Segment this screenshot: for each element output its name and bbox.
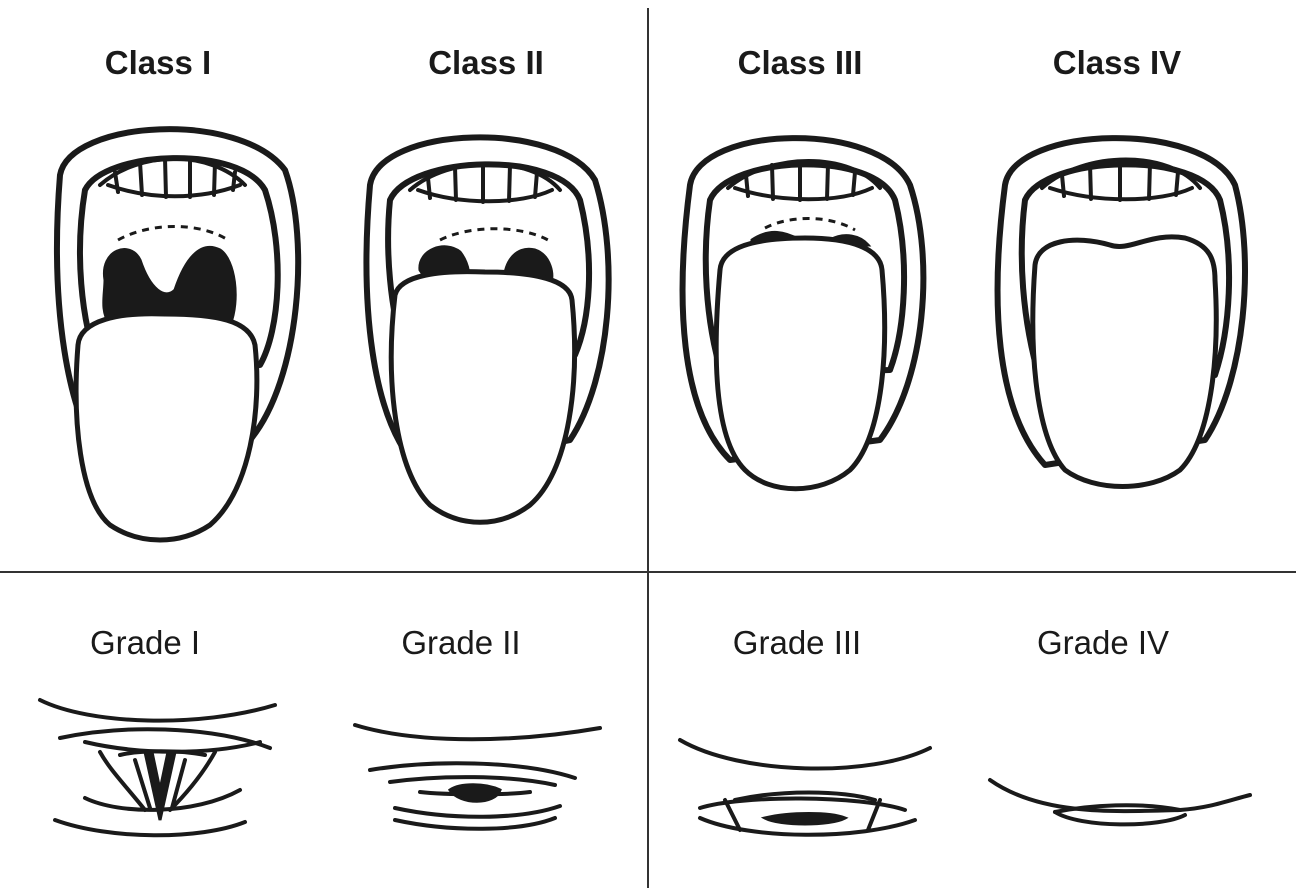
class-3-label: Class III bbox=[738, 44, 863, 82]
grade-2-label: Grade II bbox=[401, 624, 520, 662]
class-2-mouth-drawing bbox=[367, 137, 609, 522]
grade-3-label: Grade III bbox=[733, 624, 861, 662]
grade-1-label: Grade I bbox=[90, 624, 200, 662]
grade-4-larynx-drawing bbox=[990, 780, 1250, 824]
class-2-label: Class II bbox=[428, 44, 544, 82]
class-1-label: Class I bbox=[105, 44, 211, 82]
class-4-label: Class IV bbox=[1053, 44, 1181, 82]
class-1-mouth-drawing bbox=[57, 129, 298, 540]
class-4-mouth-drawing bbox=[998, 138, 1245, 486]
class-3-mouth-drawing bbox=[683, 138, 924, 489]
grade-2-larynx-drawing bbox=[355, 725, 600, 829]
grade-4-label: Grade IV bbox=[1037, 624, 1169, 662]
grade-1-larynx-drawing bbox=[40, 700, 275, 835]
grade-3-larynx-drawing bbox=[680, 740, 930, 835]
